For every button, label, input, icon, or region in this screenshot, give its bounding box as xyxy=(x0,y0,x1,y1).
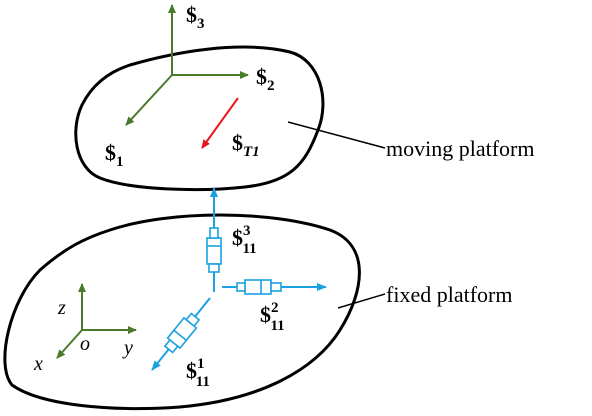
limb-joints xyxy=(151,187,327,371)
twist-arrow xyxy=(201,97,239,149)
moving-platform-leader xyxy=(287,121,386,149)
fixed-platform-outline xyxy=(3,213,361,411)
base-frame xyxy=(56,283,137,359)
y-axis-label: y xyxy=(122,337,133,359)
screw-2-label: $2 xyxy=(256,64,275,94)
fixed-platform-leader xyxy=(337,293,386,309)
screw-3-label: $3 xyxy=(186,2,205,32)
screw-1-label: $1 xyxy=(105,140,124,170)
screw-t1-label: $T1 xyxy=(232,130,260,160)
screw-1-axis xyxy=(125,74,173,126)
moving-platform-outline xyxy=(74,45,325,192)
z-axis-label: z xyxy=(57,297,66,319)
origin-label: o xyxy=(80,333,90,355)
x-axis xyxy=(56,329,83,359)
moving-platform-label: moving platform xyxy=(386,136,534,161)
fixed-platform-label: fixed platform xyxy=(386,282,512,307)
moving-frame xyxy=(125,4,249,126)
x-axis-label: x xyxy=(33,353,43,375)
